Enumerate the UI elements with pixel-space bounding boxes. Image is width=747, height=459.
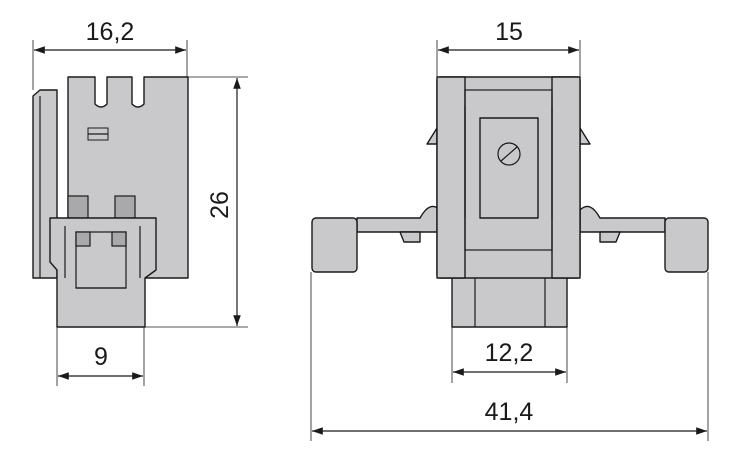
front-view [311,76,709,328]
dimension-41-4: 41,4 [310,272,709,441]
dimension-label: 41,4 [485,398,534,426]
mounting-rail [356,205,441,233]
dimension-26: 26 [145,76,248,328]
dimension-label: 9 [94,343,108,371]
dimension-label: 16,2 [86,18,135,46]
dimension-12-2: 12,2 [451,327,568,383]
dimension-16-2: 16,2 [32,18,188,90]
left-foot [311,217,358,273]
dimension-label: 26 [206,191,234,219]
dimension-9: 9 [56,327,145,386]
dimension-15: 15 [436,18,581,77]
right-foot [664,217,709,273]
dimension-label: 15 [495,18,523,46]
side-view [32,76,189,328]
dimension-label: 12,2 [485,339,534,367]
